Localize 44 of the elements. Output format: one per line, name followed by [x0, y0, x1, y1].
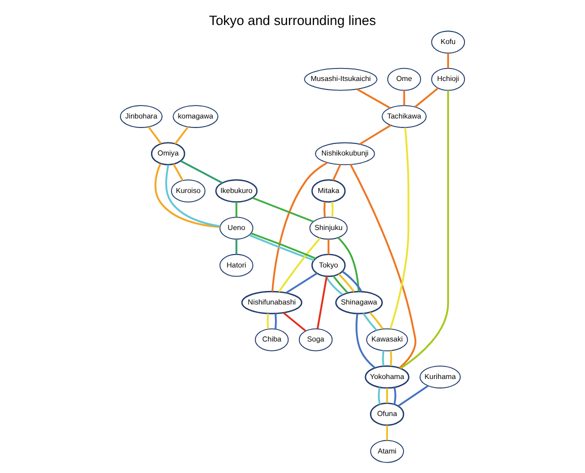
connector [447, 52, 449, 68]
connector [274, 313, 277, 328]
connector [236, 201, 238, 217]
connector [316, 276, 328, 328]
connector [356, 313, 376, 368]
connector [356, 88, 390, 108]
connector [328, 238, 330, 254]
connector [332, 164, 342, 180]
connector [278, 237, 321, 292]
connector [271, 161, 328, 292]
connector [400, 90, 449, 369]
connector [266, 313, 269, 328]
connector [342, 270, 362, 292]
connector [331, 201, 334, 217]
connector [386, 424, 388, 440]
connector [350, 164, 416, 368]
connector [282, 312, 306, 332]
diagram-title: Tokyo and surrounding lines [209, 12, 376, 28]
connector [332, 274, 348, 293]
connector [154, 162, 220, 228]
connector [362, 312, 378, 330]
connector [414, 86, 439, 108]
connector [378, 386, 381, 404]
connector [148, 126, 162, 144]
connector [338, 236, 360, 292]
connector [174, 126, 189, 144]
connector [325, 275, 344, 295]
connector [338, 272, 355, 292]
connector [390, 126, 410, 329]
connector [324, 201, 326, 217]
connector [252, 196, 314, 222]
connector [236, 238, 238, 254]
connector [398, 384, 428, 406]
connector [403, 90, 406, 105]
connector [359, 124, 392, 144]
connector [369, 311, 384, 329]
connector [394, 386, 396, 404]
connector [286, 272, 318, 294]
connector [386, 388, 388, 403]
connector [390, 350, 392, 366]
connector [172, 163, 184, 180]
connector [165, 164, 220, 227]
connector [382, 350, 384, 366]
connector [180, 160, 223, 184]
